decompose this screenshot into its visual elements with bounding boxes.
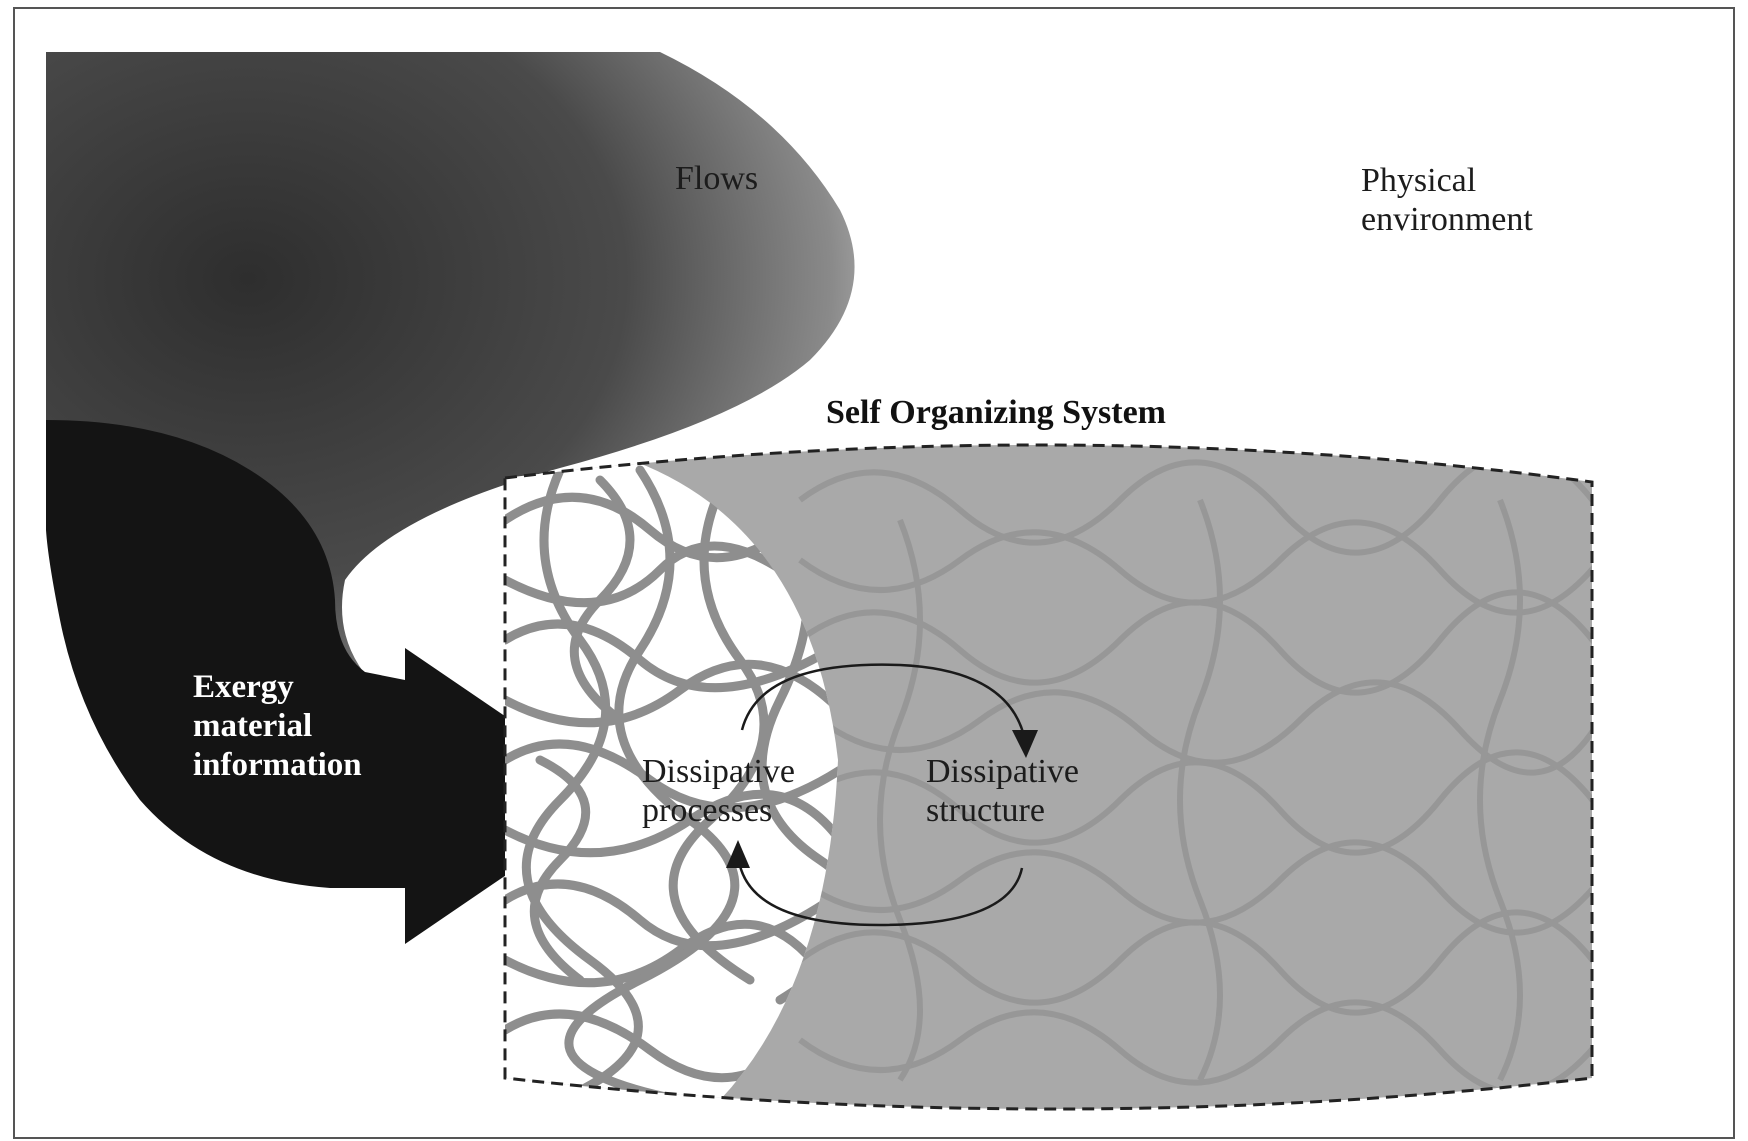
label-flows: Flows xyxy=(675,160,758,197)
label-physical-environment-1: Physical xyxy=(1361,162,1476,199)
label-input-1: Exergy xyxy=(193,669,294,705)
label-processes-2: processes xyxy=(642,792,772,829)
label-structure-1: Dissipative xyxy=(926,753,1079,790)
label-system-title: Self Organizing System xyxy=(826,394,1166,431)
label-processes-1: Dissipative xyxy=(642,753,795,790)
label-input-3: information xyxy=(193,747,362,783)
label-physical-environment-2: environment xyxy=(1361,201,1533,238)
label-input-2: material xyxy=(193,708,312,744)
label-structure-2: structure xyxy=(926,792,1045,829)
